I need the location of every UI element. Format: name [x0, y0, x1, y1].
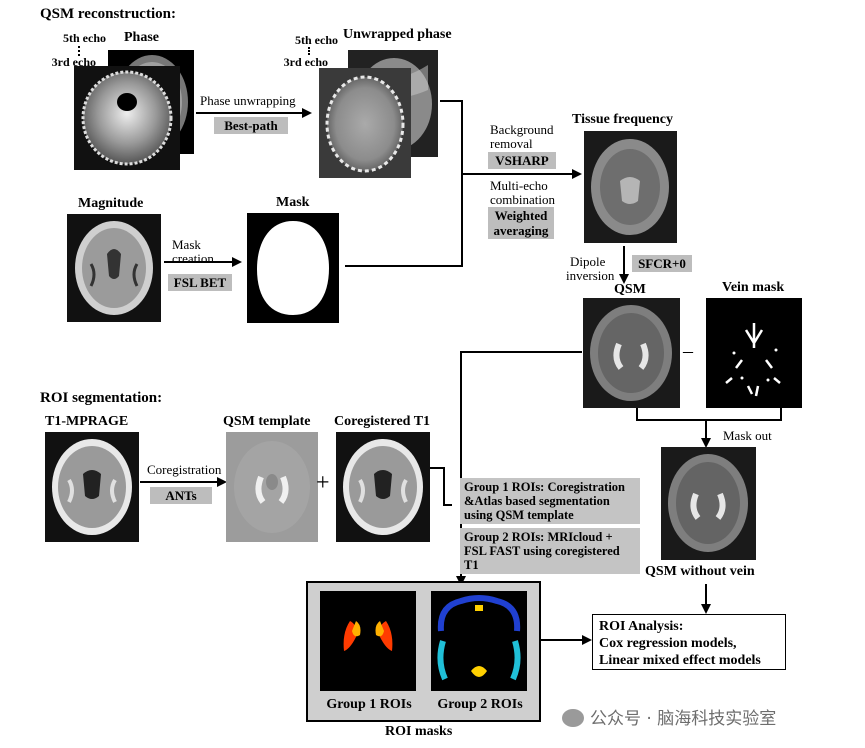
magnitude-title: Magnitude [78, 196, 144, 211]
line-coreg-groups [430, 467, 452, 506]
qsm-template-image [226, 432, 318, 542]
mask-title: Mask [276, 195, 310, 210]
phase-unwrapping-label: Phase unwrapping [200, 93, 296, 108]
qsm-without-vein-title: QSM without vein [645, 564, 755, 579]
phase-echo3-label: 3rd echo [51, 55, 96, 69]
dipole-inversion-label-2: inversion [566, 268, 615, 283]
mask-creation-label-2: creation [172, 251, 214, 266]
dipole-inversion-label-1: Dipole [570, 254, 606, 269]
qsm-title: QSM [614, 282, 646, 297]
unwrapped-echo-dots [308, 47, 312, 55]
unwrapped-image-front [319, 68, 411, 178]
group1-box: Group 1 ROIs: Coregistration &Atlas base… [460, 478, 640, 524]
mask-image [247, 213, 339, 323]
vein-mask-image [706, 298, 802, 408]
group2-box: Group 2 ROIs: MRIcloud + FSL FAST using … [460, 528, 640, 574]
weighted-averaging-box: Weighted averaging [488, 207, 554, 239]
background-removal-label-1: Background [490, 122, 554, 137]
ants-box: ANTs [150, 487, 212, 504]
roi-analysis-line-2: Linear mixed effect models [599, 653, 761, 668]
t1-mprage-title: T1-MPRAGE [45, 414, 129, 429]
phase-echo-dots [78, 46, 82, 56]
roi-masks-title: ROI masks [385, 724, 453, 739]
phase-title: Phase [124, 30, 159, 45]
line-mask-out [636, 408, 782, 421]
mask-creation-label-1: Mask [172, 237, 201, 252]
phase-echo5-label: 5th echo [63, 31, 106, 45]
roi-analysis-title: ROI Analysis: [599, 619, 684, 634]
line-unwrapped-bracket [345, 100, 463, 267]
group1-rois-label: Group 1 ROIs [326, 697, 412, 712]
qsm-template-title: QSM template [223, 414, 311, 429]
background-removal-label-2: removal [490, 136, 533, 151]
minus-sign: – [683, 340, 693, 362]
tissue-frequency-image [584, 131, 677, 243]
roi-analysis-box: ROI Analysis: Cox regression models, Lin… [592, 614, 786, 670]
unwrapped-echo3-label: 3rd echo [283, 55, 328, 69]
unwrapped-title: Unwrapped phase [343, 27, 452, 42]
unwrapped-echo5-label: 5th echo [295, 33, 338, 47]
vsharp-box: VSHARP [488, 152, 556, 169]
fsl-bet-box: FSL BET [168, 274, 232, 291]
tissue-frequency-title: Tissue frequency [572, 112, 673, 127]
vein-mask-title: Vein mask [722, 280, 785, 295]
best-path-box: Best-path [214, 117, 288, 134]
group2-rois-image [431, 591, 527, 691]
weighted-averaging-line-1: Weighted [494, 208, 548, 223]
roi-masks-panel: Group 1 ROIs Group 2 ROIs [306, 581, 541, 722]
qsm-without-vein-image [661, 447, 756, 560]
plus-sign: + [316, 470, 330, 496]
roi-analysis-line-1: Cox regression models, [599, 636, 737, 651]
coregistered-t1-title: Coregistered T1 [334, 414, 431, 429]
section-roi-title: ROI segmentation: [40, 390, 163, 406]
sfcr-box: SFCR+0 [632, 255, 692, 272]
mask-out-label: Mask out [723, 428, 772, 443]
watermark: 公众号 · 脑海科技实验室 [562, 704, 776, 729]
coregistered-t1-image [336, 432, 430, 542]
coregistration-label: Coregistration [147, 462, 222, 477]
group1-rois-image [320, 591, 416, 691]
phase-image-front [74, 66, 180, 170]
t1-mprage-image [45, 432, 139, 542]
weighted-averaging-line-2: averaging [493, 223, 549, 238]
group2-rois-label: Group 2 ROIs [437, 697, 523, 712]
magnitude-image [67, 214, 161, 322]
wechat-icon [562, 709, 584, 727]
qsm-image [583, 298, 680, 408]
watermark-text: 公众号 · 脑海科技实验室 [590, 709, 777, 729]
section-qsm-title: QSM reconstruction: [40, 6, 176, 22]
multi-echo-label-1: Multi-echo [490, 178, 548, 193]
multi-echo-label-2: combination [490, 192, 555, 207]
